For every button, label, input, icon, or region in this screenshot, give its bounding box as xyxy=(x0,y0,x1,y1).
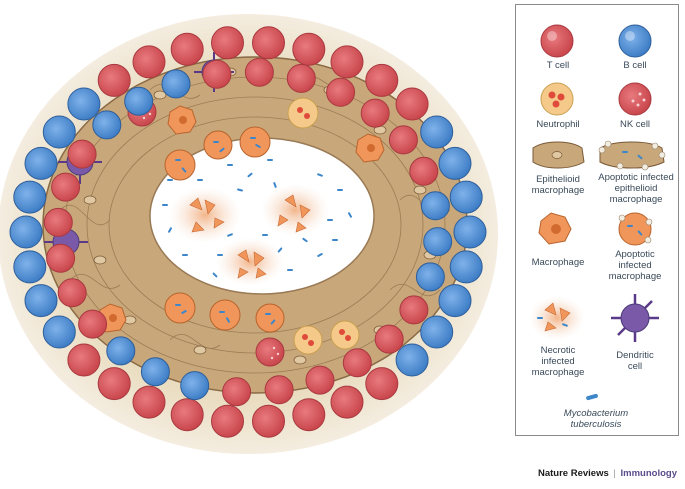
b-cell xyxy=(449,180,483,214)
b-cell xyxy=(161,69,191,99)
legend-apoptotic-epithelioid-icon xyxy=(598,140,666,171)
legend-dendritic-cell-icon xyxy=(611,294,659,342)
t-cell xyxy=(97,367,131,401)
legend-label-t-cell: T cell xyxy=(546,60,570,71)
journal-credit: Nature Reviews | Immunology xyxy=(538,468,677,479)
b-cell xyxy=(42,115,76,149)
t-cell xyxy=(57,278,87,308)
t-cell xyxy=(330,385,364,419)
b-cell xyxy=(438,284,472,318)
t-cell xyxy=(51,172,81,202)
b-cells xyxy=(9,69,487,401)
legend-label-mycobacterium-tuberculosis: Mycobacterium tuberculosis xyxy=(563,408,629,430)
b-cell xyxy=(449,250,483,284)
t-cell xyxy=(409,156,439,186)
t-cell xyxy=(132,45,166,79)
b-cell xyxy=(180,371,210,401)
b-cell xyxy=(24,284,58,318)
t-cell xyxy=(342,348,372,378)
t-cell xyxy=(264,375,294,405)
b-cell xyxy=(438,146,472,180)
t-cell xyxy=(78,309,108,339)
b-cell xyxy=(420,115,454,149)
neutrophils xyxy=(287,97,360,355)
t-cell xyxy=(222,377,252,407)
b-cell xyxy=(106,336,136,366)
legend-label-b-cell: B cell xyxy=(623,60,647,71)
legend-t-cell-icon xyxy=(540,24,574,58)
legend-label-dendritic-cell: Dendritic cell xyxy=(616,350,654,372)
b-cell xyxy=(420,191,450,221)
legend-epithelioid-macrophage-icon xyxy=(532,141,585,169)
t-cell xyxy=(244,57,274,87)
legend-label-apoptotic-infected-macrophage: Apoptotic infected macrophage xyxy=(608,249,662,282)
journal-name: Nature Reviews xyxy=(538,468,609,479)
b-cell xyxy=(9,215,43,249)
t-cell xyxy=(286,63,316,93)
t-cell xyxy=(46,243,76,273)
necrotic-macrophages xyxy=(169,184,329,286)
b-cell xyxy=(42,315,76,349)
b-cell xyxy=(453,215,487,249)
t-cells xyxy=(43,26,439,438)
t-cell xyxy=(67,343,101,377)
legend-label-nk-cell: NK cell xyxy=(619,119,651,130)
t-cell xyxy=(170,398,204,432)
t-cell xyxy=(252,404,285,438)
b-cell xyxy=(13,180,47,214)
t-cell xyxy=(211,404,244,438)
neutrophil-nuclei xyxy=(297,107,351,346)
t-cell xyxy=(326,77,356,107)
b-cell xyxy=(13,250,47,284)
legend-label-necrotic-infected-macrophage: Necrotic infected macrophage xyxy=(531,345,585,378)
legend-label-apoptotic-infected-epithelioid-macrophage: Apoptotic infected epithelioid macrophag… xyxy=(598,172,674,205)
journal-title: Immunology xyxy=(620,468,677,479)
t-cell xyxy=(399,295,429,325)
t-cell xyxy=(360,98,390,128)
credit-separator: | xyxy=(613,468,616,479)
b-cell xyxy=(92,110,122,140)
t-cell xyxy=(365,63,399,97)
t-cell xyxy=(252,26,285,60)
b-cell xyxy=(124,86,154,116)
legend-label-macrophage: Macrophage xyxy=(531,257,585,268)
b-cell xyxy=(415,262,445,292)
t-cell xyxy=(365,367,399,401)
legend-necrotic-macrophage-icon xyxy=(529,296,585,340)
b-cell xyxy=(423,227,453,257)
t-cell xyxy=(292,398,326,432)
t-cell xyxy=(170,32,204,66)
legend-macrophage-icon xyxy=(538,212,572,245)
t-cell xyxy=(330,45,364,79)
t-cell xyxy=(67,139,97,169)
legend-box xyxy=(515,4,679,436)
macrophage-nuclei xyxy=(109,116,375,322)
t-cell xyxy=(132,385,166,419)
t-cell xyxy=(305,365,335,395)
b-cell xyxy=(24,146,58,180)
legend-label-epithelioid-macrophage: Epithelioid macrophage xyxy=(531,174,585,196)
apoptotic-macrophages xyxy=(164,126,285,333)
t-cell xyxy=(202,59,232,89)
legend-label-neutrophil: Neutrophil xyxy=(536,119,580,130)
t-cell xyxy=(395,87,429,121)
t-cell xyxy=(211,26,244,60)
b-cell xyxy=(140,357,170,387)
t-cell xyxy=(97,63,131,97)
b-cell xyxy=(420,315,454,349)
legend-b-cell-icon xyxy=(618,24,652,58)
legend-neutrophil-icon xyxy=(540,82,574,116)
legend-nk-cell-icon xyxy=(618,82,652,116)
b-cell xyxy=(395,343,429,377)
legend-apoptotic-macrophage-icon xyxy=(618,212,653,246)
b-cell xyxy=(67,87,101,121)
t-cell xyxy=(388,125,418,155)
t-cell xyxy=(43,207,73,237)
t-cell xyxy=(374,324,404,354)
t-cell xyxy=(292,32,326,66)
legend-mycobacterium-icon xyxy=(586,393,598,401)
